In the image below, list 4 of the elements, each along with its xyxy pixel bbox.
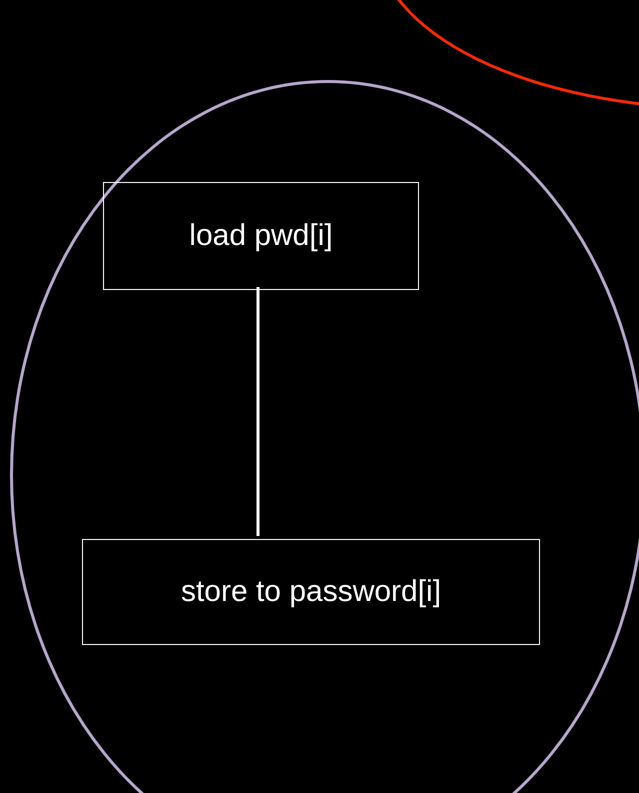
process-box: load pwd[i] bbox=[103, 182, 419, 290]
connector-line bbox=[256, 287, 260, 536]
process-box: store to password[i] bbox=[82, 539, 540, 645]
ellipse-outline bbox=[10, 80, 639, 793]
